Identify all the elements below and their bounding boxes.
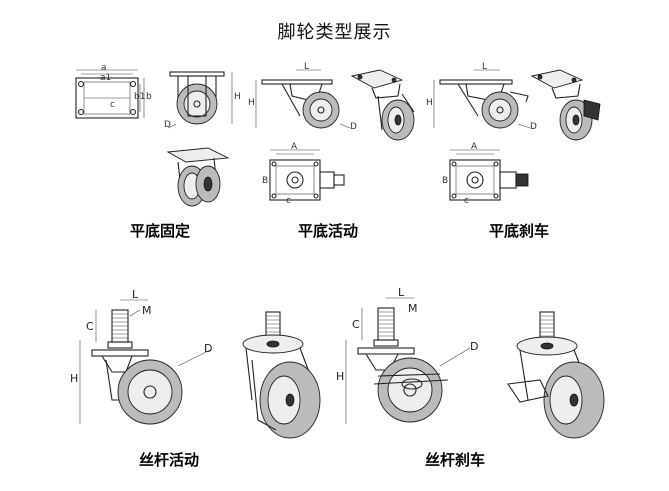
flat-brake-side-view — [433, 69, 531, 129]
thread-brake-perspective — [507, 311, 605, 439]
thread-swivel-side-view — [79, 299, 211, 425]
dim-a: a — [101, 63, 107, 73]
dim-H-brake: H — [426, 98, 433, 108]
dim-D-thread-brake: D — [470, 340, 479, 353]
dim-D-thread-swivel: D — [204, 342, 213, 355]
dim-C-thread-brake: C — [352, 318, 360, 331]
dim-b: b — [146, 92, 152, 102]
flat-brake-perspective — [530, 69, 601, 141]
dim-M-thread-swivel: M — [142, 304, 152, 317]
flat-swivel-side-view — [255, 69, 351, 129]
flat-fixed-perspective — [166, 147, 230, 207]
dim-C-thread-swivel: C — [86, 320, 94, 333]
caption-flat-swivel: 平底活动 — [298, 222, 359, 240]
dim-A-swivel: A — [291, 142, 298, 152]
dim-A-brake: A — [471, 142, 478, 152]
dim-B-brake: B — [442, 176, 449, 186]
dim-L-brake: L — [482, 62, 488, 72]
dim-H-thread-swivel: H — [70, 372, 79, 385]
dim-c-brake: c — [464, 196, 469, 206]
dim-c-swivel: c — [286, 196, 291, 206]
dim-D-swivel: D — [350, 122, 357, 132]
dim-b1: b1 — [134, 92, 146, 102]
caption-flat-brake: 平底刹车 — [489, 222, 550, 240]
flat-fixed-side-view — [167, 71, 233, 129]
page-title: 脚轮类型展示 — [277, 22, 392, 43]
dim-c-fixed-top: c — [110, 100, 115, 110]
dim-D-brake: D — [530, 122, 537, 132]
dim-L-swivel: L — [304, 62, 310, 72]
flat-brake-top-view — [449, 149, 529, 201]
dim-a1: a1 — [100, 73, 112, 83]
dim-M-thread-brake: M — [408, 302, 418, 315]
caption-thread-swivel: 丝杆活动 — [139, 451, 200, 469]
thread-brake-side-view — [345, 297, 471, 424]
dim-H-fixed: H — [234, 92, 241, 102]
dim-B-swivel: B — [262, 176, 269, 186]
caption-flat-fixed: 平底固定 — [130, 222, 191, 240]
caption-thread-brake: 丝杆刹车 — [425, 451, 486, 469]
dim-H-swivel: H — [248, 98, 255, 108]
dim-H-thread-brake: H — [336, 370, 345, 383]
dim-D-fixed: D — [164, 120, 171, 130]
dim-L-thread-brake: L — [398, 286, 405, 299]
dim-L-thread-swivel: L — [132, 288, 139, 301]
flat-swivel-perspective — [350, 69, 415, 141]
flat-fixed-top-view — [75, 69, 145, 119]
flat-swivel-top-view — [269, 149, 345, 201]
thread-swivel-perspective — [242, 311, 321, 439]
